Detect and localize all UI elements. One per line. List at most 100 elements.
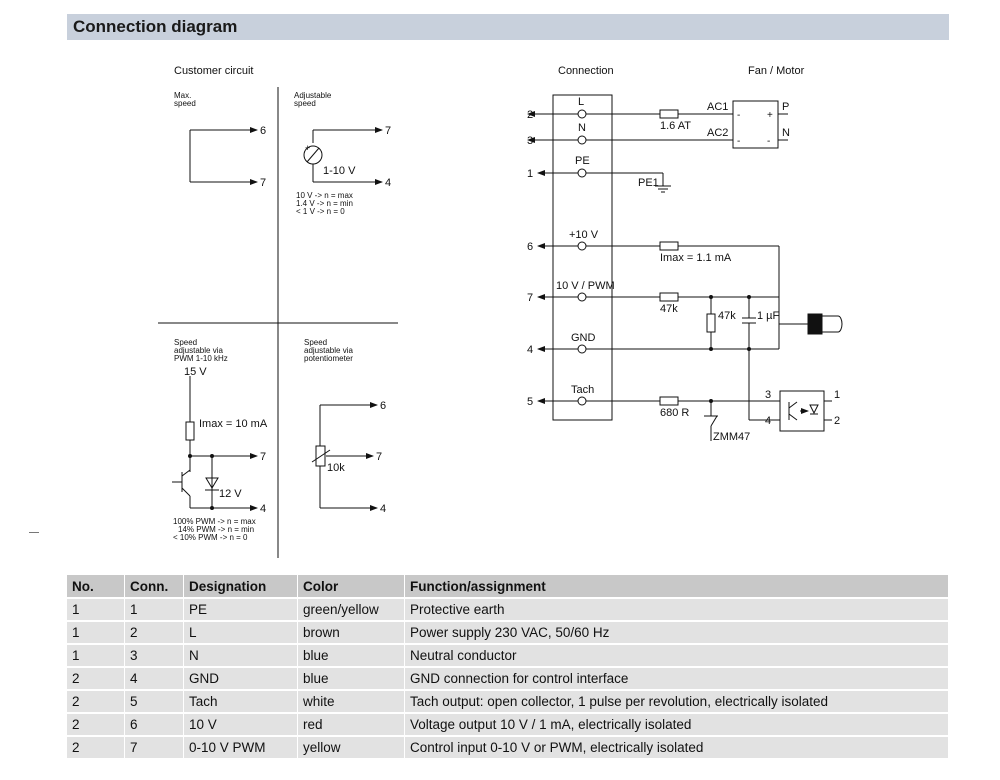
terminal-label-10V: +10 V bbox=[569, 229, 599, 241]
cell-conn: 6 bbox=[124, 713, 184, 737]
pwm-title-1: Speed bbox=[174, 338, 197, 347]
terminal-num-4: 4 bbox=[527, 344, 533, 356]
opto-pin-2: 2 bbox=[834, 415, 840, 427]
terminal-L bbox=[577, 109, 587, 119]
pin-6-label: 6 bbox=[260, 125, 266, 137]
ac2-label: AC2 bbox=[707, 127, 728, 139]
opto-pin-1: 1 bbox=[834, 389, 840, 401]
cell-color: yellow bbox=[297, 736, 405, 760]
zmm-label: ZMM47 bbox=[713, 431, 750, 443]
table-header-row: No. Conn. Designation Color Function/ass… bbox=[67, 575, 949, 599]
supply-voltage: 15 V bbox=[184, 366, 207, 378]
cell-designation: 0-10 V PWM bbox=[183, 736, 298, 760]
col-function: Function/assignment bbox=[404, 575, 949, 599]
cell-function: Neutral conductor bbox=[404, 644, 949, 668]
cell-function: Voltage output 10 V / 1 mA, electrically… bbox=[404, 713, 949, 737]
terminal-label-Tach: Tach bbox=[571, 384, 594, 396]
pin-4-label: 4 bbox=[385, 177, 391, 189]
optocoupler bbox=[779, 390, 825, 432]
terminal-num-6: 6 bbox=[527, 241, 533, 253]
terminal-num-3: 3 bbox=[527, 135, 533, 147]
page-title: Connection diagram bbox=[73, 17, 238, 36]
note-3: < 1 V -> n = 0 bbox=[296, 207, 345, 216]
section-header: Connection diagram bbox=[67, 14, 949, 40]
pwm-title-2: adjustable via bbox=[174, 346, 223, 355]
max-speed-label-2: speed bbox=[174, 99, 196, 108]
cap-label: 1 µF bbox=[757, 310, 780, 322]
cell-designation: N bbox=[183, 644, 298, 668]
zener-voltage: 12 V bbox=[219, 488, 242, 500]
resistor-47k-shunt bbox=[706, 313, 716, 333]
connection-title: Connection bbox=[558, 65, 614, 77]
imax-label: Imax = 1.1 mA bbox=[660, 252, 732, 264]
r3-label: 680 R bbox=[660, 407, 689, 419]
cell-no: 1 bbox=[67, 644, 125, 668]
cell-conn: 3 bbox=[124, 644, 184, 668]
cell-color: white bbox=[297, 690, 405, 714]
pwm-pin-4: 4 bbox=[260, 503, 266, 515]
table-row: 2 4 GND blue GND connection for control … bbox=[67, 667, 949, 691]
resistor-680R bbox=[659, 396, 679, 406]
cell-function: GND connection for control interface bbox=[404, 667, 949, 691]
motor-box bbox=[732, 100, 779, 149]
connection-block bbox=[552, 94, 613, 421]
r1-label: 47k bbox=[660, 303, 678, 315]
cell-no: 2 bbox=[67, 736, 125, 760]
resistor-47k-series bbox=[659, 292, 679, 302]
fan-motor-title: Fan / Motor bbox=[748, 65, 805, 77]
terminal-Tach bbox=[577, 396, 587, 406]
terminal-num-5: 5 bbox=[527, 396, 533, 408]
cell-conn: 1 bbox=[124, 598, 184, 622]
divider bbox=[29, 532, 39, 533]
pot-value: 10k bbox=[327, 462, 345, 474]
cell-conn: 7 bbox=[124, 736, 184, 760]
cell-function: Protective earth bbox=[404, 598, 949, 622]
cell-designation: Tach bbox=[183, 690, 298, 714]
resistor-imax-1mA bbox=[659, 241, 679, 251]
terminal-num-7: 7 bbox=[527, 292, 533, 304]
terminal-label-PE: PE bbox=[575, 155, 590, 167]
pot-pin-4: 4 bbox=[380, 503, 386, 515]
note-2: 1.4 V -> n = min bbox=[296, 199, 353, 208]
terminal-num-2: 2 bbox=[527, 109, 533, 121]
motor-minus-2: - bbox=[737, 136, 740, 147]
terminal-N bbox=[577, 135, 587, 145]
zener-zmm47 bbox=[705, 415, 718, 427]
customer-title: Customer circuit bbox=[174, 65, 253, 77]
pot-title-1: Speed bbox=[304, 338, 327, 347]
opto-pin-4: 4 bbox=[765, 415, 771, 427]
col-no: No. bbox=[67, 575, 125, 599]
opto-pin-3: 3 bbox=[765, 389, 771, 401]
cell-color: green/yellow bbox=[297, 598, 405, 622]
terminal-PE bbox=[577, 168, 587, 178]
cell-designation: L bbox=[183, 621, 298, 645]
cell-color: brown bbox=[297, 621, 405, 645]
cell-no: 2 bbox=[67, 667, 125, 691]
fuse-label: 1.6 AT bbox=[660, 120, 691, 132]
pin-7-label: 7 bbox=[260, 177, 266, 189]
table-row: 2 5 Tach white Tach output: open collect… bbox=[67, 690, 949, 714]
cell-conn: 2 bbox=[124, 621, 184, 645]
col-conn: Conn. bbox=[124, 575, 184, 599]
cell-designation: PE bbox=[183, 598, 298, 622]
adj-speed-label: Adjustable bbox=[294, 91, 332, 100]
pot-title-2: adjustable via bbox=[304, 346, 353, 355]
terminal-PWM bbox=[577, 292, 587, 302]
cell-designation: GND bbox=[183, 667, 298, 691]
terminal-10V bbox=[577, 241, 587, 251]
cell-color: blue bbox=[297, 644, 405, 668]
source-plus: + bbox=[305, 143, 310, 153]
terminal-label-L: L bbox=[578, 96, 584, 108]
pwm-note-2: 14% PWM -> n = min bbox=[178, 525, 254, 534]
resistor-imax bbox=[185, 421, 195, 441]
cell-conn: 4 bbox=[124, 667, 184, 691]
cable-connector bbox=[807, 313, 823, 335]
cell-color: red bbox=[297, 713, 405, 737]
pin-7-label-b: 7 bbox=[385, 125, 391, 137]
pot-title-3: potentiometer bbox=[304, 354, 353, 363]
pot-pin-6: 6 bbox=[380, 400, 386, 412]
cell-no: 1 bbox=[67, 598, 125, 622]
pwm-note-1: 100% PWM -> n = max bbox=[173, 517, 256, 526]
col-color: Color bbox=[297, 575, 405, 599]
r2-label: 47k bbox=[718, 310, 736, 322]
